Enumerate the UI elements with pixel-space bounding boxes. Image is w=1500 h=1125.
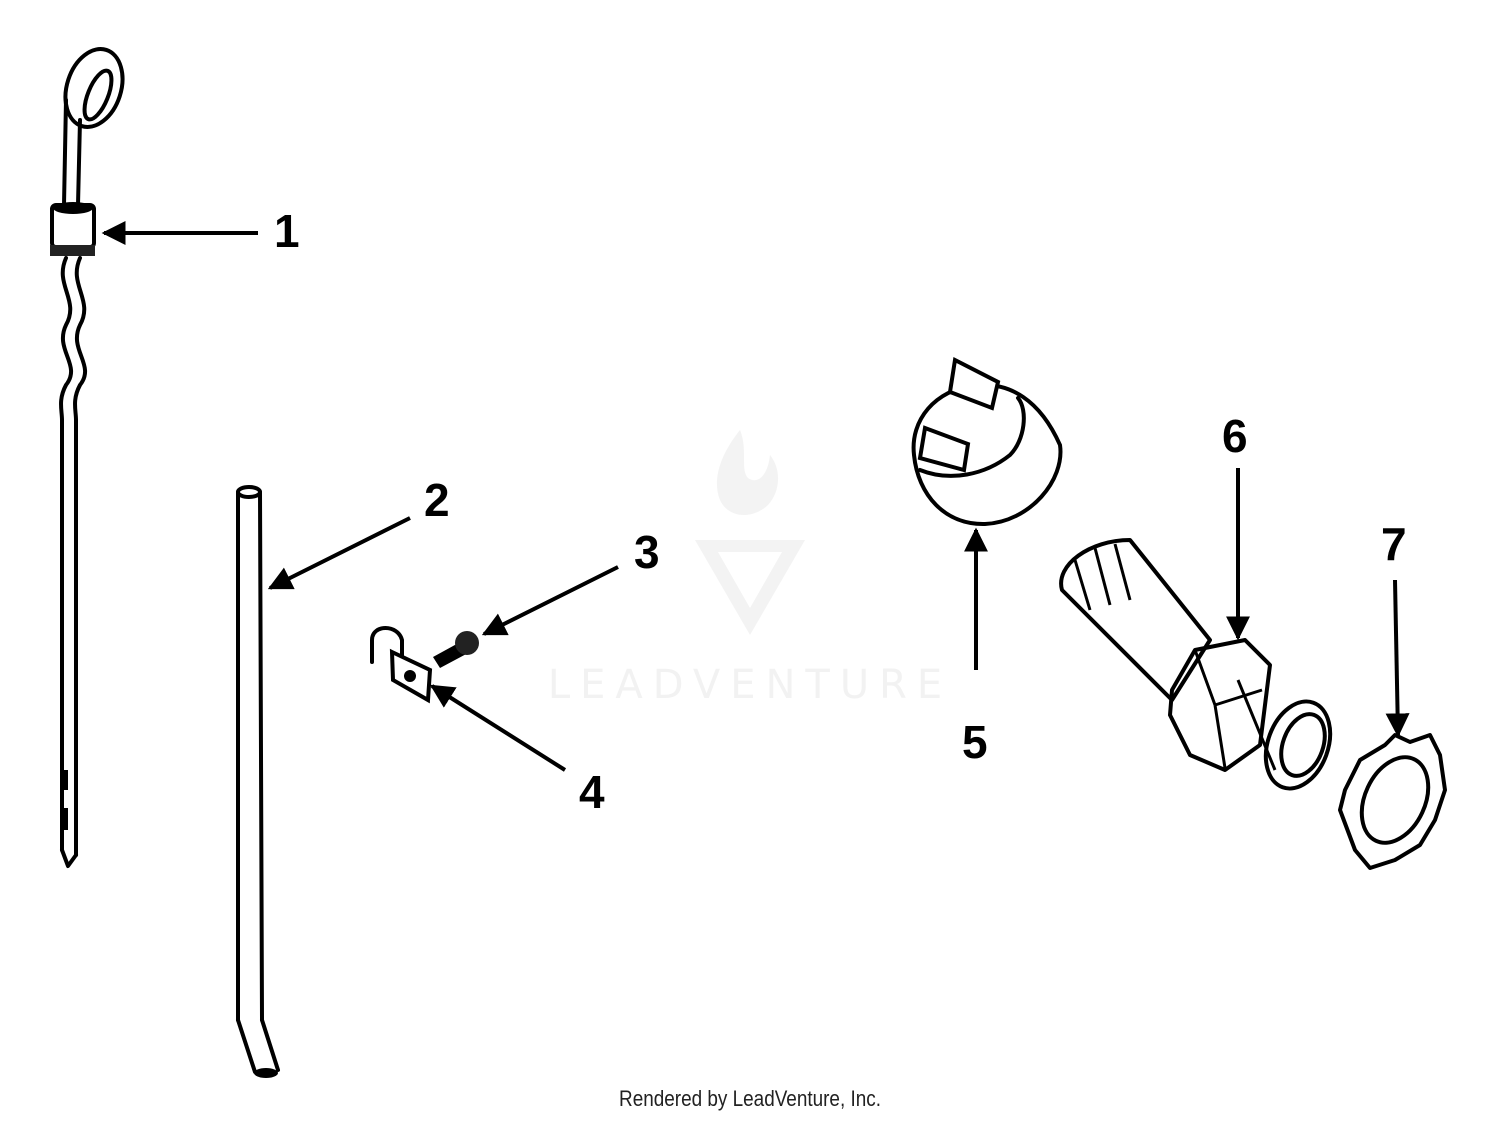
callout-3[interactable]: 3 <box>634 526 660 578</box>
part-6-fitting <box>1059 538 1333 791</box>
watermark-text: LEADVENTURE <box>548 662 952 708</box>
callout-6[interactable]: 6 <box>1222 410 1248 462</box>
callout-5[interactable]: 5 <box>962 716 988 768</box>
callout-2[interactable]: 2 <box>424 474 450 526</box>
part-3-screw <box>433 631 479 668</box>
leader-lines <box>101 221 1410 772</box>
watermark-logo: LEADVENTURE <box>548 430 952 708</box>
callout-4[interactable]: 4 <box>579 766 605 818</box>
part-7-washer <box>1338 733 1447 870</box>
callout-7[interactable]: 7 <box>1381 518 1407 570</box>
part-1-dipstick <box>50 47 125 868</box>
render-credit: Rendered by LeadVenture, Inc. <box>619 1086 881 1111</box>
callout-1[interactable]: 1 <box>274 205 300 257</box>
part-2-tube <box>236 485 280 1078</box>
part-5-cap <box>911 356 1063 527</box>
part-4-clamp <box>370 626 433 704</box>
